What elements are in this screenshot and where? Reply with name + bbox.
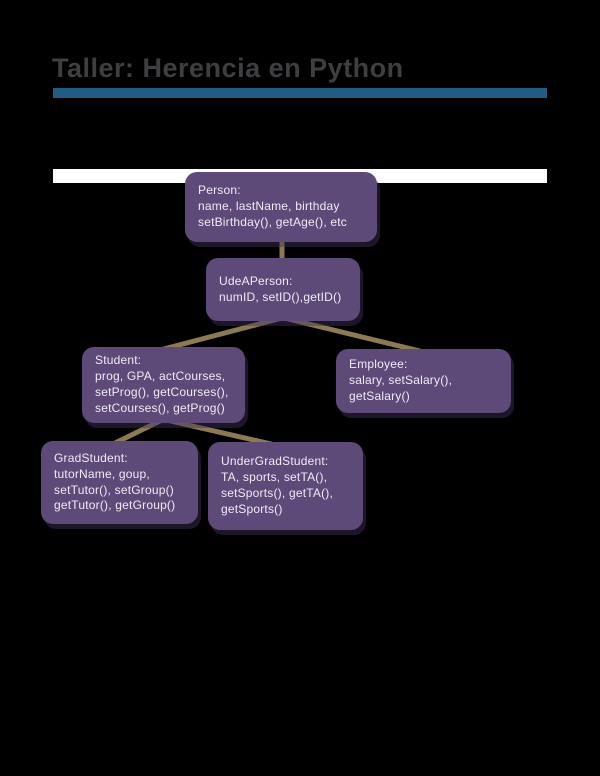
- class-node-title: Person:: [198, 183, 241, 198]
- class-node-gradstudent: GradStudent: tutorName, goup, setTutor()…: [41, 441, 198, 524]
- connector-student-undergradstudent: [165, 417, 281, 449]
- class-node-student: Student: prog, GPA, actCourses, setProg(…: [82, 347, 245, 423]
- title-underline-bar: [53, 88, 547, 98]
- class-node-title: UdeAPerson:: [219, 273, 293, 288]
- class-node-members: numID, setID(),getID(): [219, 289, 342, 304]
- class-node-employee: Employee: salary, setSalary(), getSalary…: [336, 349, 511, 413]
- class-node-person: Person: name, lastName, birthday setBirt…: [185, 172, 377, 242]
- class-node-title: Student:: [95, 353, 142, 368]
- page-title: Taller: Herencia en Python: [52, 53, 404, 83]
- class-node-members: salary, setSalary(), getSalary(): [349, 373, 453, 403]
- class-node-title: GradStudent:: [54, 450, 128, 465]
- class-node-udeaperson: UdeAPerson: numID, setID(),getID(): [206, 258, 360, 321]
- connector-student-gradstudent: [109, 417, 164, 448]
- connector-udeaperson-student: [159, 315, 283, 353]
- class-node-members: prog, GPA, actCourses, setProg(), getCou…: [95, 369, 229, 415]
- class-node-members: name, lastName, birthday setBirthday(), …: [198, 199, 347, 229]
- class-node-members: tutorName, goup, setTutor(), setGroup() …: [54, 466, 176, 513]
- class-node-undergradstudent: UnderGradStudent: TA, sports, setTA(), s…: [208, 442, 363, 530]
- class-node-title: UnderGradStudent:: [221, 454, 329, 469]
- connector-udeaperson-employee: [283, 315, 425, 355]
- class-node-members: TA, sports, setTA(), setSports(), getTA(…: [221, 470, 334, 516]
- class-node-title: Employee:: [349, 357, 408, 372]
